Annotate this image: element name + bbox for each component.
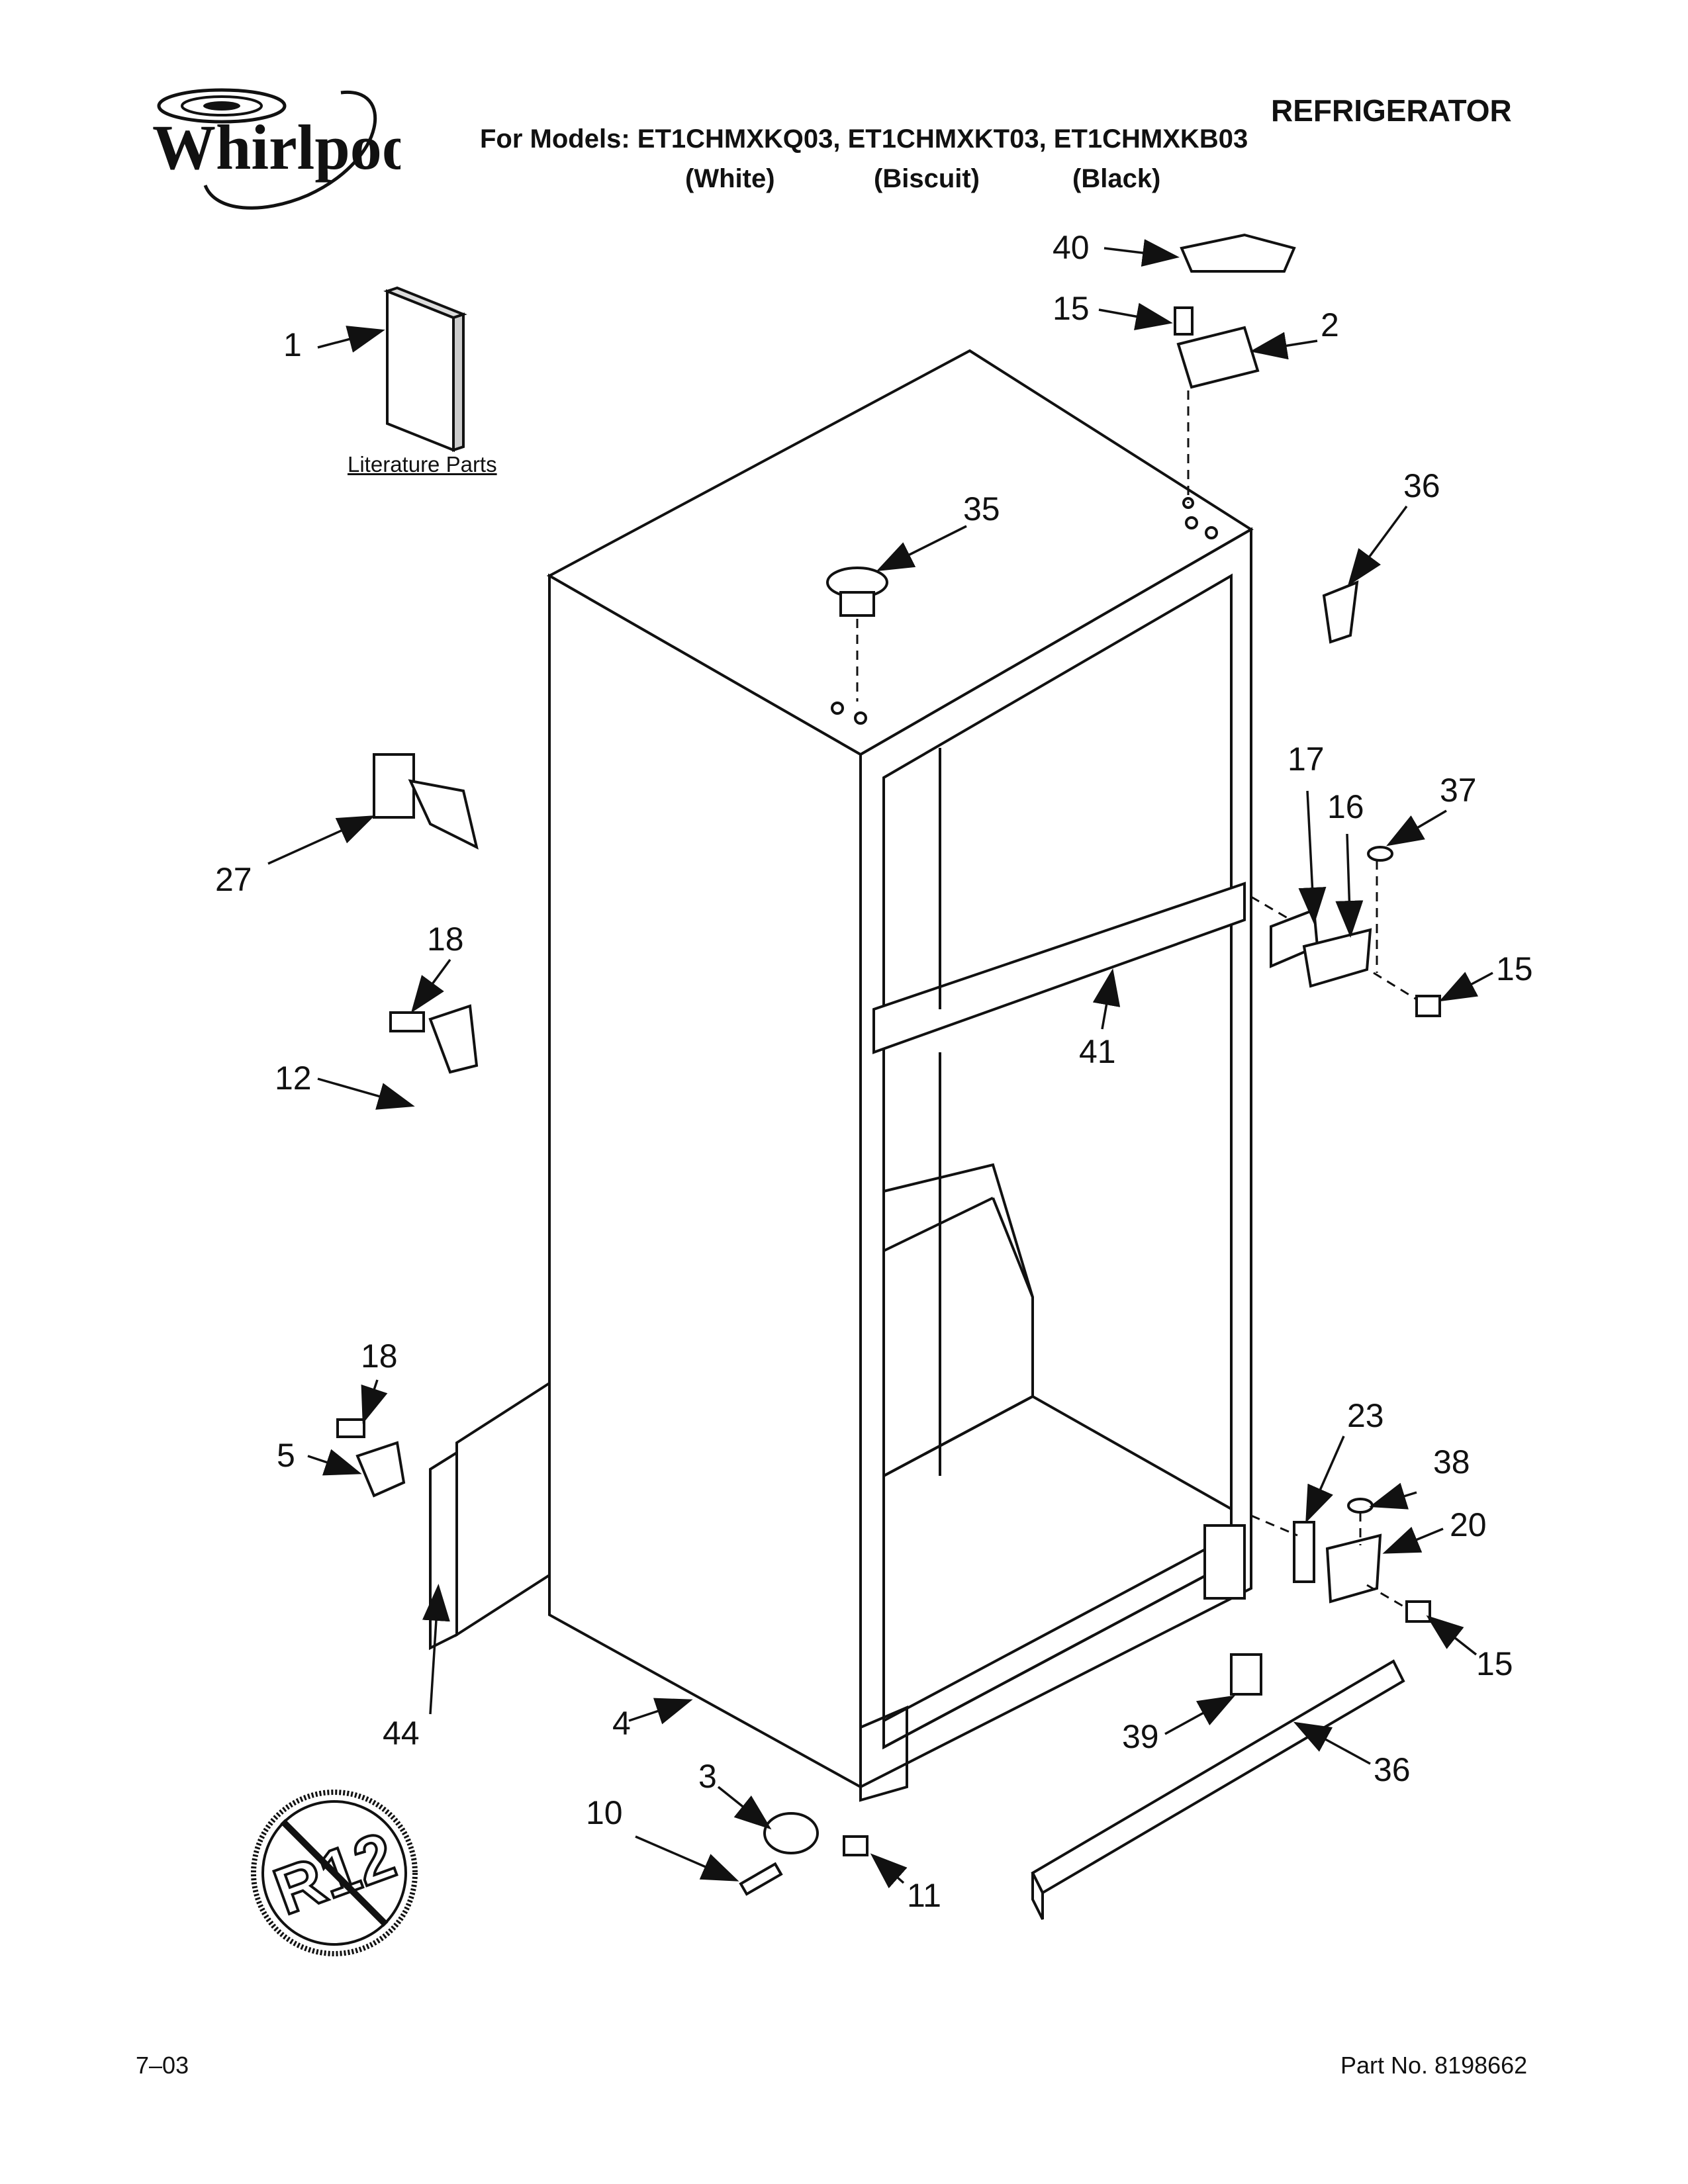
callout-41: 41 <box>1079 1033 1116 1070</box>
no-r12-badge: R12 <box>248 1787 420 1959</box>
no-r12-prohibition-icon: R12 <box>251 1790 418 1956</box>
callout-16: 16 <box>1327 788 1364 825</box>
callout-2: 2 <box>1321 306 1339 343</box>
callout-44: 44 <box>383 1715 420 1752</box>
callout-15-middle: 15 <box>1496 950 1533 987</box>
callout-4: 4 <box>612 1705 631 1742</box>
callout-39: 39 <box>1122 1718 1159 1755</box>
callout-18-lower: 18 <box>361 1338 398 1375</box>
literature-label: Literature Parts <box>348 452 497 477</box>
callout-27: 35 <box>963 490 1000 527</box>
callout-5: 5 <box>277 1437 295 1474</box>
literature-book-icon <box>383 286 467 452</box>
brand-name: Whirlpool <box>152 112 400 183</box>
callout-24: 27 <box>215 861 252 898</box>
callout-37: 37 <box>1440 772 1477 809</box>
callout-18-upper: 18 <box>427 921 464 958</box>
whirlpool-logo: Whirlpool <box>142 79 431 225</box>
callout-11: 11 <box>907 1877 941 1914</box>
callout-1: 1 <box>283 326 302 363</box>
callout-3: 3 <box>698 1758 717 1795</box>
part-number: Part No. 8198662 <box>1340 2052 1528 2079</box>
callout-15-bottom: 15 <box>1476 1645 1513 1682</box>
callout-40: 40 <box>1053 229 1090 266</box>
refrigerator-cabinet-icon <box>429 349 1254 1802</box>
callout-17: 17 <box>1288 741 1325 778</box>
callout-10: 10 <box>586 1794 623 1831</box>
callout-12: 12 <box>275 1060 312 1097</box>
callout-20: 20 <box>1450 1506 1487 1543</box>
models-label: For Models: ET1CHMXKQ03, ET1CHMXKT03, ET… <box>480 124 1248 154</box>
color-white: (White) <box>685 164 775 193</box>
callout-35: 36 <box>1403 467 1440 504</box>
callout-38: 38 <box>1433 1443 1470 1480</box>
color-black: (Black) <box>1072 164 1161 193</box>
section-title: REFRIGERATOR <box>1271 93 1512 128</box>
callout-36: 36 <box>1374 1751 1411 1788</box>
color-biscuit: (Biscuit) <box>874 164 980 193</box>
callout-23: 23 <box>1347 1397 1384 1434</box>
date-code: 7–03 <box>136 2052 189 2079</box>
whirlpool-logo-icon: Whirlpool <box>152 88 431 210</box>
callout-15-top: 15 <box>1053 290 1090 327</box>
